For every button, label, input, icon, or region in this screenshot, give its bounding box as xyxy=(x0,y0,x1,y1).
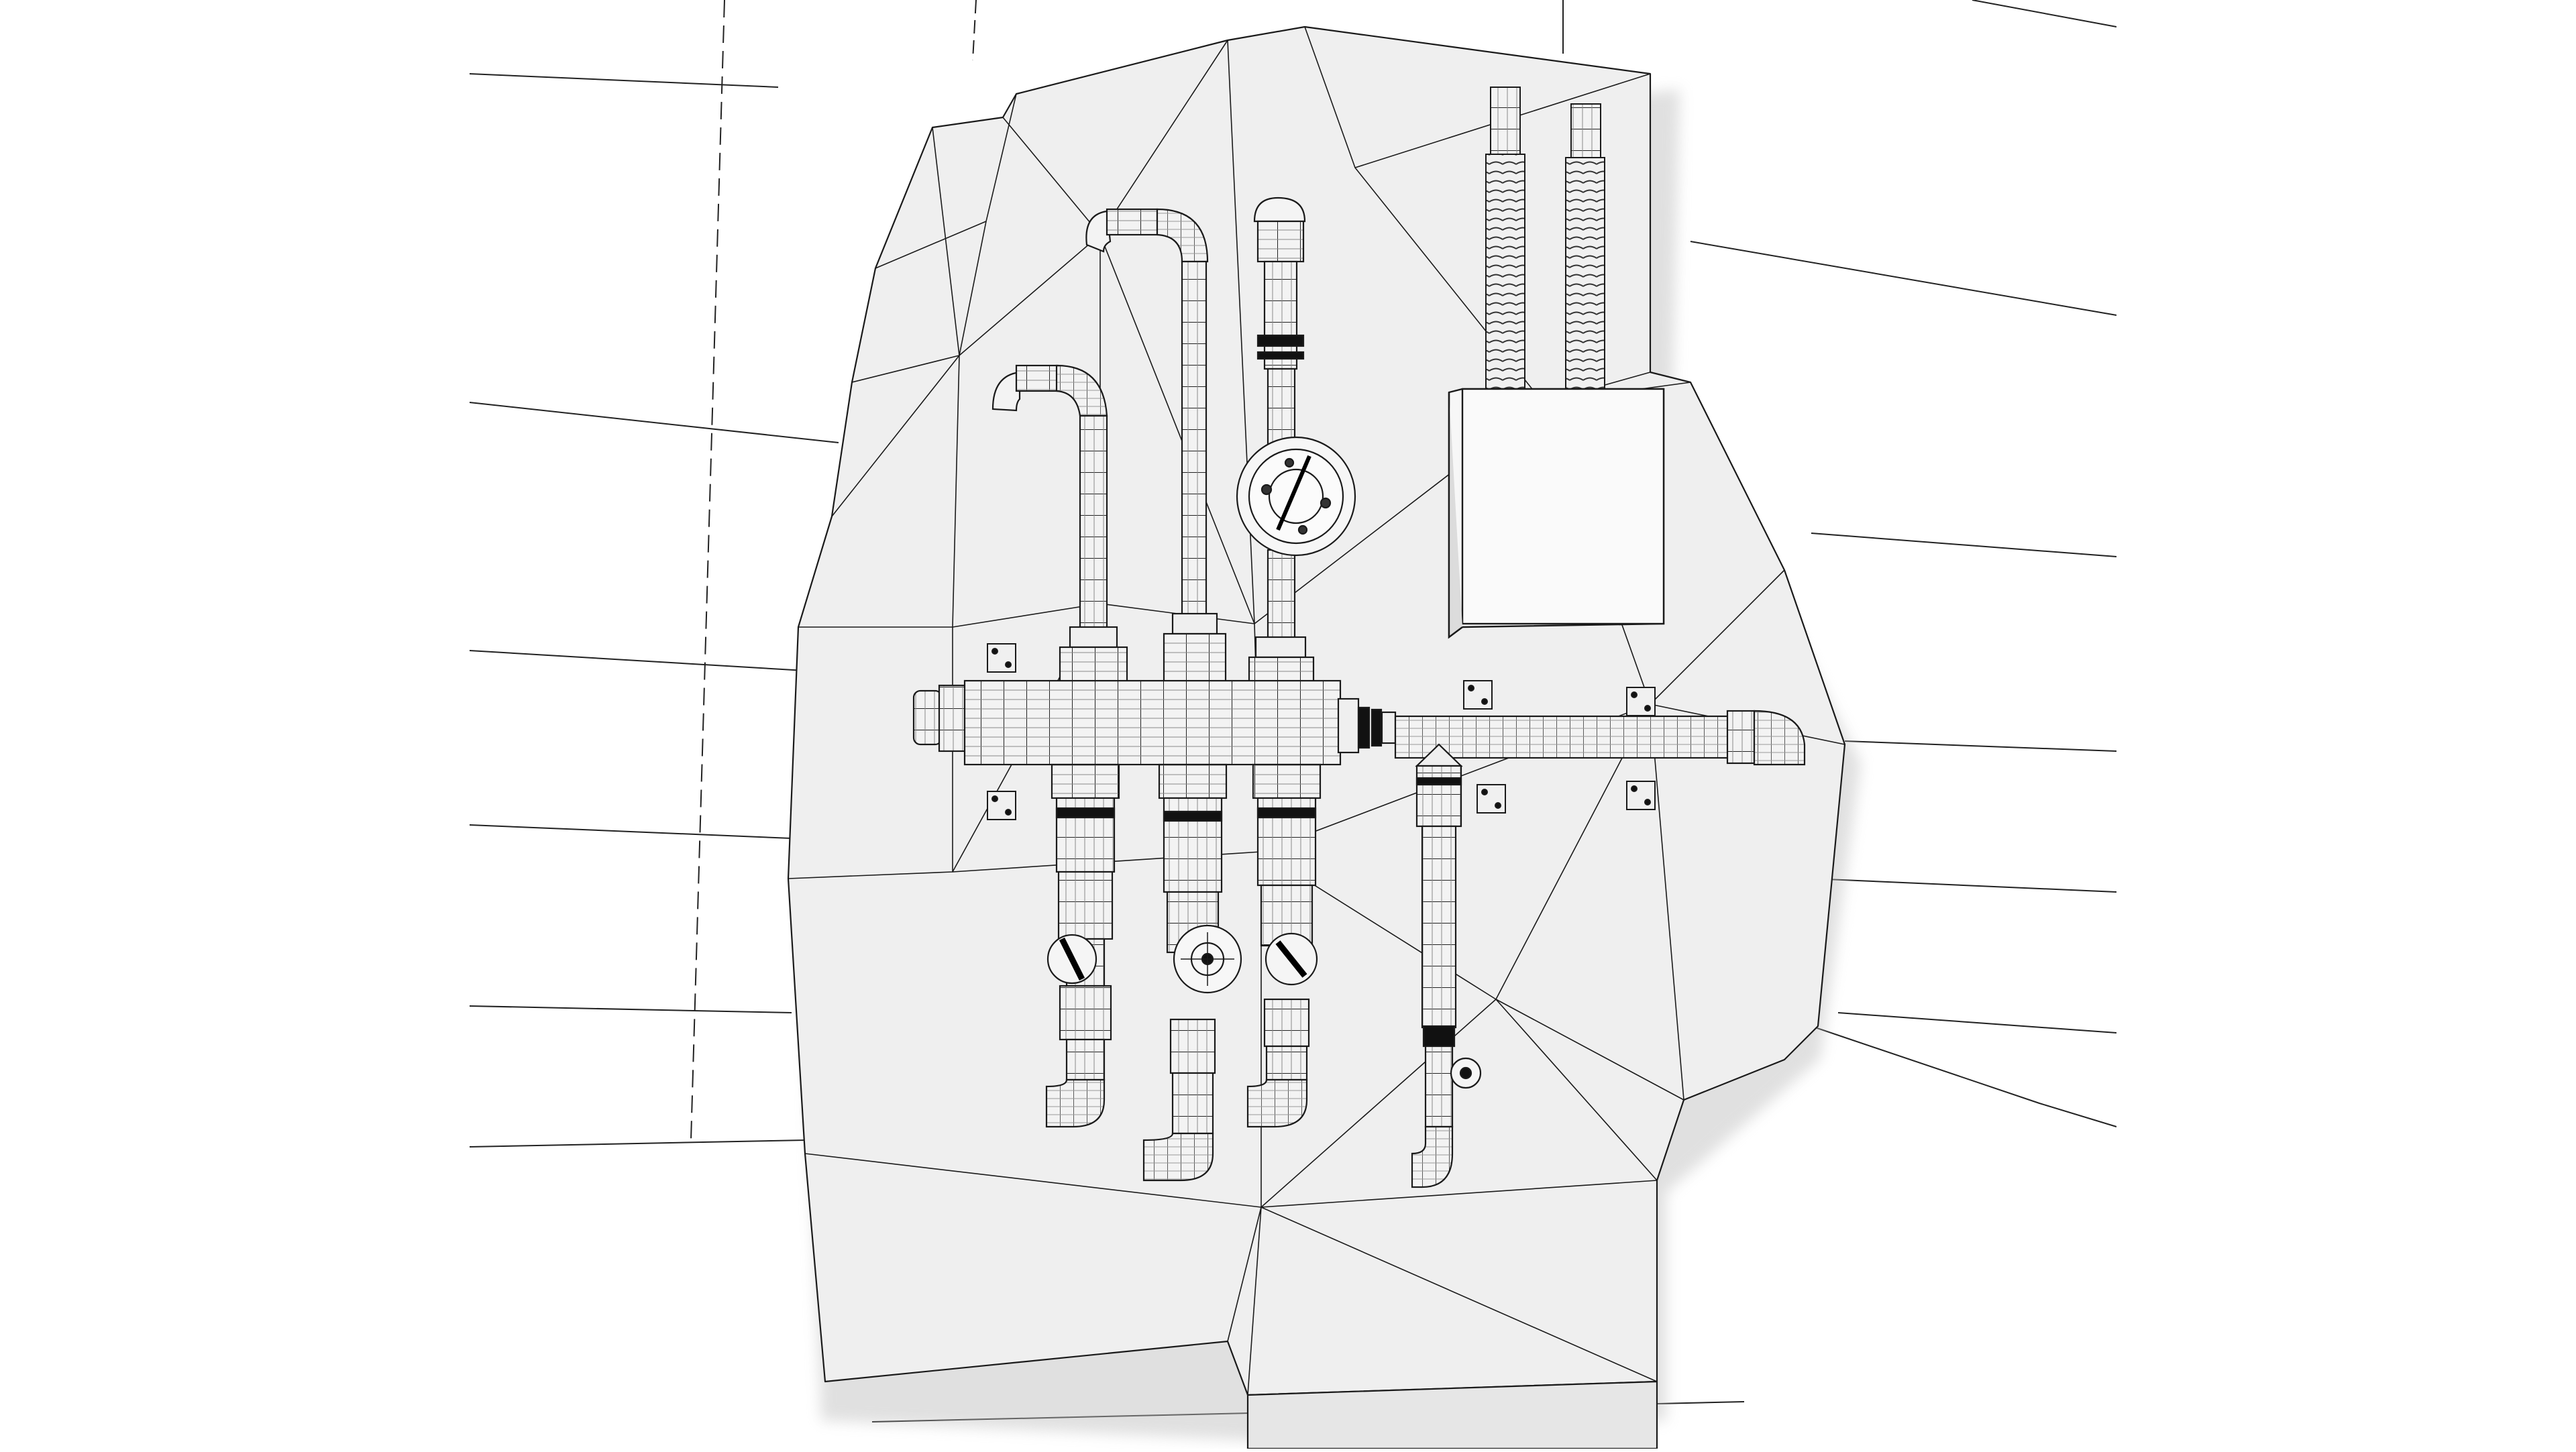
bracket xyxy=(987,791,1016,820)
mounting-brackets xyxy=(987,643,1656,820)
pipe-1-upper xyxy=(991,364,1128,689)
pipe-1-lower xyxy=(1045,763,1120,1128)
ball-valves xyxy=(1046,924,1482,1089)
pipe-4-branch xyxy=(1411,743,1463,1188)
junction-box xyxy=(1448,388,1665,639)
valve-2 xyxy=(1173,924,1242,994)
bracket xyxy=(1626,687,1656,716)
valve-3 xyxy=(1265,932,1318,986)
bracket xyxy=(987,643,1016,673)
corrugated-conduits xyxy=(1485,87,1605,393)
bracket xyxy=(1626,781,1656,810)
pipe-2-upper xyxy=(1085,208,1227,689)
flow-meter xyxy=(1236,436,1356,557)
bracket xyxy=(1463,680,1493,710)
horizontal-manifold xyxy=(912,679,1806,766)
letterbox-left xyxy=(0,0,462,1449)
pipe-2-lower xyxy=(1142,763,1228,1182)
valve-4 xyxy=(1450,1057,1482,1089)
pipe-3-upper xyxy=(1248,197,1315,692)
valve-1 xyxy=(1046,934,1097,985)
bracket xyxy=(1477,784,1506,814)
letterbox-right xyxy=(2116,0,2576,1449)
